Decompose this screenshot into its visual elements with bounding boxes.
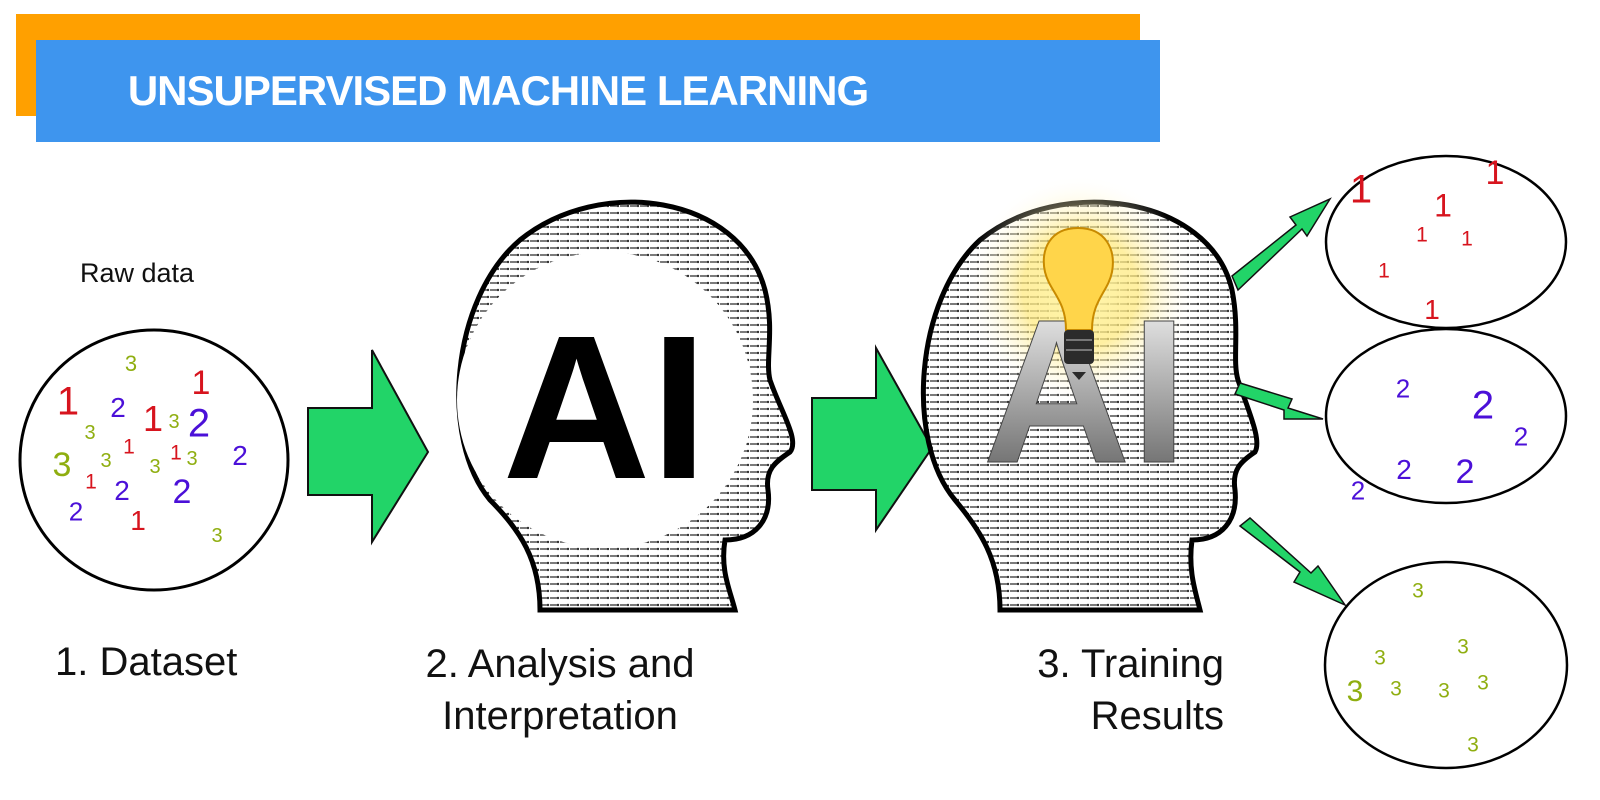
dataset-circle — [18, 328, 290, 592]
head-circuit-icon: AI — [920, 175, 1260, 613]
dataset-point-1: 1 — [143, 398, 163, 439]
step-2-label: 2. Analysis and Interpretation — [400, 638, 720, 742]
dataset-point-2: 2 — [232, 440, 248, 471]
ai-text: AI — [503, 293, 708, 522]
lightbulb-icon — [1042, 226, 1114, 380]
dataset-point-3: 3 — [211, 525, 222, 547]
cluster-1-point-1: 1 — [1416, 224, 1428, 247]
cluster-2-point-2: 2 — [1456, 453, 1475, 491]
dataset-point-2: 2 — [114, 475, 130, 506]
raw-data-label: Raw data — [80, 258, 195, 288]
dataset-point-1: 1 — [130, 505, 146, 536]
cluster-circle-3 — [1323, 560, 1569, 770]
right-arrow-icon — [307, 349, 430, 546]
dataset-point-2: 2 — [69, 496, 83, 526]
cluster-1-point-1: 1 — [1434, 188, 1452, 224]
dataset-point-2: 2 — [110, 392, 126, 423]
step-2-label-line1: 2. Analysis and — [425, 642, 695, 686]
dataset-point-1: 1 — [192, 364, 211, 402]
cluster-1-point-1: 1 — [1486, 154, 1505, 192]
dataset-point-3: 3 — [125, 351, 137, 376]
dataset-point-1: 1 — [85, 471, 97, 494]
arrow-to-cluster-2 — [1233, 382, 1324, 420]
step-1-label: 1. Dataset — [55, 640, 238, 684]
dataset-point-2: 2 — [173, 473, 192, 511]
cluster-3-point-3: 3 — [1390, 678, 1402, 701]
cluster-2-point-2: 2 — [1514, 421, 1528, 451]
cluster-2-point-2: 2 — [1472, 383, 1494, 427]
cluster-3-point-3: 3 — [1467, 734, 1479, 757]
right-arrow-icon — [811, 344, 934, 534]
cluster-3-point-3: 3 — [1374, 647, 1386, 670]
step-2-label-line2: Interpretation — [442, 694, 678, 738]
dataset-point-1: 1 — [170, 442, 182, 465]
cluster-1-point-1: 1 — [1378, 260, 1390, 283]
dataset-point-1: 1 — [123, 436, 135, 459]
cluster-3-point-3: 3 — [1477, 672, 1489, 695]
cluster-3-point-3: 3 — [1347, 675, 1364, 708]
step-3-label-line1: 3. Training — [1037, 642, 1224, 686]
cluster-2-point-2: 2 — [1396, 454, 1412, 485]
dataset-point-3: 3 — [100, 450, 111, 472]
dataset-point-3: 3 — [149, 456, 160, 478]
dataset-point-3: 3 — [186, 448, 197, 470]
dataset-point-2: 2 — [188, 401, 210, 445]
cluster-1-point-1: 1 — [1424, 294, 1440, 325]
dataset-point-3: 3 — [168, 411, 179, 433]
dataset-point-3: 3 — [53, 446, 72, 484]
dataset-point-1: 1 — [57, 379, 79, 423]
cluster-1-point-1: 1 — [1350, 167, 1372, 211]
cluster-circle-2 — [1324, 327, 1568, 505]
cluster-2-point-2: 2 — [1396, 373, 1410, 403]
step-3-label-line2: Results — [1090, 694, 1224, 738]
arrow-to-cluster-3 — [1238, 517, 1348, 607]
cluster-3-point-3: 3 — [1412, 580, 1424, 603]
title-bar — [36, 40, 1160, 142]
arrow-to-cluster-1 — [1231, 197, 1332, 292]
cluster-1-point-1: 1 — [1461, 228, 1473, 251]
dataset-point-3: 3 — [84, 422, 95, 444]
page-title: UNSUPERVISED MACHINE LEARNING — [127, 67, 869, 114]
cluster-2-point-2: 2 — [1351, 475, 1365, 505]
step-3-label: 3. Training Results — [1000, 638, 1224, 742]
cluster-3-point-3: 3 — [1438, 680, 1450, 703]
cluster-3-point-3: 3 — [1457, 636, 1469, 659]
head-circuit-icon: AI — [456, 199, 796, 613]
